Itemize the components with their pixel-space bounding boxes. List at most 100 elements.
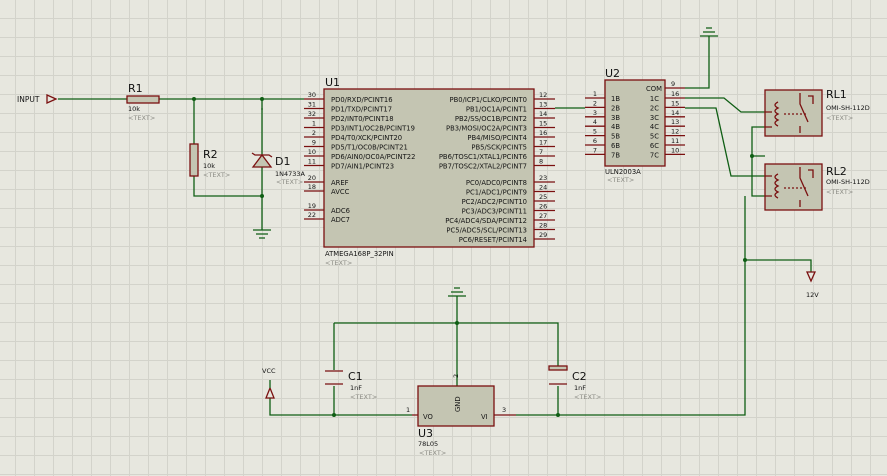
terminal-vcc[interactable]: VCC	[262, 367, 276, 399]
relay-rl2[interactable]: RL2 OMI-SH-112D <TEXT>	[764, 163, 870, 211]
u1-pin-number: 15	[539, 120, 547, 128]
u1-pin-number: 32	[308, 110, 316, 118]
u1-pin-number: 30	[308, 91, 316, 99]
u3-pin-vo: 1	[406, 406, 410, 414]
u1-pin-number: 1	[312, 120, 316, 128]
u1-pin-label: PC5/ADC5/SCL/PCINT13	[446, 227, 527, 235]
u1-pin-label: AREF	[331, 179, 349, 187]
resistor-r2[interactable]: R2 10k <TEXT>	[189, 143, 230, 179]
u2-pin-label: 2C	[650, 104, 659, 112]
u1-pin-label: PC0/ADC0/PCINT8	[466, 179, 527, 187]
u2-pin-5[interactable]: 55B	[585, 128, 620, 141]
zener-diode-d1[interactable]: D1 1N4733A <TEXT>	[251, 152, 306, 186]
u2-pin-1[interactable]: 11B	[585, 90, 620, 103]
u1-pin-number: 23	[539, 174, 547, 182]
capacitor-c2[interactable]: C2 1nF <TEXT>	[548, 365, 601, 401]
capacitor-c1[interactable]: C1 1nF <TEXT>	[325, 370, 377, 401]
u1-pin-label: PD2/INT0/PCINT18	[331, 115, 394, 123]
u2-pin-6[interactable]: 66B	[585, 137, 620, 150]
u2-pin-number: 15	[671, 99, 679, 107]
u1-pin-label: PB4/MISO/PCINT4	[467, 134, 527, 142]
u1-pin-number: 18	[308, 183, 316, 191]
ic-u2-uln2003a[interactable]: U2 ULN2003A <TEXT> COM 9 11B22B33B44B55B…	[585, 67, 685, 184]
resistor-r1[interactable]: R1 10k <TEXT>	[126, 82, 160, 122]
u2-pin-7[interactable]: 77B	[585, 146, 620, 159]
u1-pin-number: 9	[312, 139, 316, 147]
ground-symbol-regulator	[448, 287, 466, 297]
u1-pin-label: PD5/T1/OC0B/PCINT21	[331, 144, 408, 152]
u1-pin-label: PB5/SCK/PCINT5	[471, 144, 527, 152]
u2-text-placeholder: <TEXT>	[607, 176, 634, 184]
relay-rl1[interactable]: RL1 OMI-SH-112D <TEXT>	[764, 88, 870, 137]
u1-pin-number: 19	[308, 202, 316, 210]
u2-pin-4[interactable]: 44B	[585, 118, 620, 131]
u2-pin-number: 2	[593, 99, 597, 107]
u1-pin-number: 8	[539, 158, 543, 166]
junction-dot	[556, 413, 560, 417]
u1-pin-label: PC4/ADC4/SDA/PCINT12	[445, 217, 527, 225]
ic-u1-atmega168p[interactable]: U1 ATMEGA168P_32PIN <TEXT> 30PD0/RXD/PCI…	[304, 76, 555, 267]
u2-pin-3[interactable]: 33B	[585, 109, 620, 122]
u1-pin-label: ADC7	[331, 216, 350, 224]
12v-label: 12V	[806, 291, 819, 299]
u1-pin-number: 24	[539, 184, 547, 192]
u2-pin-number: 14	[671, 109, 679, 117]
u1-value: ATMEGA168P_32PIN	[325, 250, 394, 258]
u1-pin-label: PD1/TXD/PCINT17	[331, 106, 392, 114]
u1-pin-label: PB0/ICP1/CLKO/PCINT0	[449, 96, 527, 104]
ground-symbol-top	[700, 27, 718, 37]
rl2-value: OMI-SH-112D	[826, 178, 870, 186]
input-label: INPUT	[17, 95, 40, 104]
u2-pin-number: 13	[671, 118, 679, 126]
rl1-value: OMI-SH-112D	[826, 104, 870, 112]
u2-pin-2[interactable]: 22B	[585, 99, 620, 112]
u1-pin-number: 26	[539, 203, 547, 211]
rl2-text-placeholder: <TEXT>	[826, 188, 853, 196]
input-terminal[interactable]: INPUT	[17, 93, 58, 105]
u1-pin-label: PC3/ADC3/PCINT11	[462, 208, 527, 216]
u2-pin-15[interactable]: 15 2C	[650, 99, 685, 112]
u3-gnd-label: GND	[454, 396, 462, 412]
junction-dot	[192, 97, 196, 101]
regulator-u3[interactable]: VO VI GND 1 3 2 U3 78L05 <TEXT>	[406, 374, 516, 457]
u1-pin-label: PB6/TOSC1/XTAL1/PCINT6	[439, 153, 527, 161]
junction-dot	[743, 258, 747, 262]
u2-com-pin-number: 9	[671, 80, 675, 88]
u1-ref: U1	[325, 76, 340, 89]
u2-pin-number: 11	[671, 137, 679, 145]
terminal-12v[interactable]: 12V	[805, 271, 819, 299]
